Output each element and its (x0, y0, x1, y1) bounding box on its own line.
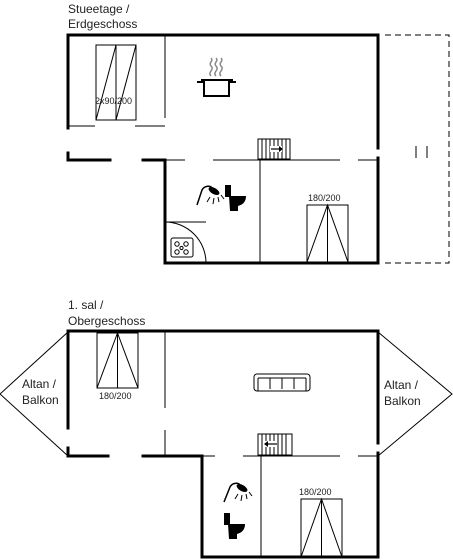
balcony-right-label-line1: Altan / (384, 378, 419, 392)
balcony-right-label-line2: Balkon (384, 394, 421, 408)
first-floor: 1. sal / Obergeschoss Altan / Balkon Alt… (0, 298, 453, 559)
shower-icon (196, 185, 225, 206)
balcony-left-label-line2: Balkon (22, 393, 59, 407)
ground-bed-right-label: 180/200 (308, 193, 341, 203)
first-bed-left-label: 180/200 (99, 391, 132, 401)
stairs-up-icon (257, 138, 291, 160)
bed-left (96, 331, 139, 389)
first-floor-title-line2: Obergeschoss (68, 314, 145, 328)
ground-floor: Stueetage / Erdgeschoss (66, 2, 450, 265)
toilet-icon (225, 185, 246, 211)
shower-icon-upper (223, 482, 253, 503)
twin-bed (95, 44, 137, 121)
double-bed (306, 203, 349, 263)
kitchen-pot-icon (197, 57, 236, 97)
first-floor-title-line1: 1. sal / (68, 298, 104, 312)
terrace-outline (385, 34, 450, 264)
toilet-icon-upper (224, 513, 245, 539)
sofa-icon (253, 373, 311, 392)
first-bed-right-label: 180/200 (299, 487, 332, 497)
bed-right (300, 497, 343, 558)
stairs-down-icon (257, 433, 293, 456)
ground-floor-walls (66, 33, 380, 265)
ground-floor-title-line1: Stueetage / (68, 2, 130, 16)
stove-icon (170, 237, 194, 258)
ground-floor-title-line2: Erdgeschoss (68, 17, 137, 31)
balcony-right (377, 331, 453, 457)
balcony-left (0, 331, 69, 457)
ground-bed-left-label: 2x90/200 (95, 96, 132, 106)
balcony-left-label-line1: Altan / (22, 377, 57, 391)
first-floor-walls (66, 329, 380, 559)
